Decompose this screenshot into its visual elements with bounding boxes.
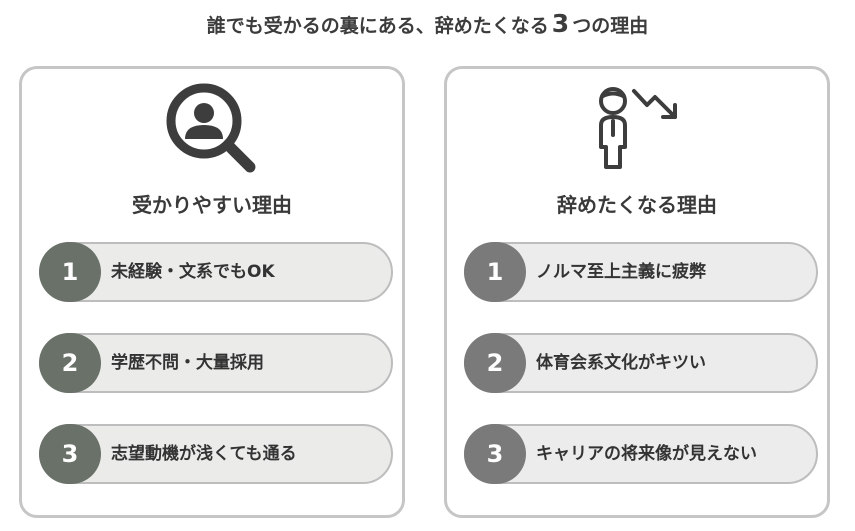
list-item: 3 志望動機が浅くても通る <box>39 424 393 484</box>
search-person-icon-graphic <box>166 83 256 173</box>
item-label: 学歴不問・大量採用 <box>111 353 264 373</box>
card-reasons-to-quit: 辞めたくなる理由 1 ノルマ至上主義に疲弊 2 体育会系文化がキツい 3 キャリ… <box>444 66 830 518</box>
search-person-icon <box>22 69 402 189</box>
item-number-badge: 1 <box>39 242 101 302</box>
list-item: 3 キャリアの将来像が見えない <box>464 424 818 484</box>
item-number-badge: 2 <box>39 333 101 393</box>
card-heading: 受かりやすい理由 <box>132 193 292 217</box>
item-number-badge: 3 <box>464 424 526 484</box>
item-number-badge: 1 <box>464 242 526 302</box>
person-decline-icon <box>447 69 827 189</box>
item-label: ノルマ至上主義に疲弊 <box>536 262 706 282</box>
item-label: 未経験・文系でもOK <box>111 262 275 282</box>
card-easy-to-pass: 受かりやすい理由 1 未経験・文系でもOK 2 学歴不問・大量採用 3 志望動機… <box>19 66 405 518</box>
item-label: 体育会系文化がキツい <box>536 353 706 373</box>
item-label: キャリアの将来像が見えない <box>536 444 757 464</box>
item-label: 志望動機が浅くても通る <box>111 444 297 464</box>
main-title-prefix: 誰でも受かるの裏にある、辞めたくなる <box>206 15 549 37</box>
list-item: 1 未経験・文系でもOK <box>39 242 393 302</box>
card-heading: 辞めたくなる理由 <box>557 193 717 217</box>
item-number-badge: 3 <box>39 424 101 484</box>
list-item: 2 体育会系文化がキツい <box>464 333 818 393</box>
list-item: 1 ノルマ至上主義に疲弊 <box>464 242 818 302</box>
item-number-badge: 2 <box>464 333 526 393</box>
main-title-suffix: つの理由 <box>572 15 649 37</box>
main-title-number: 3 <box>551 9 570 38</box>
list-item: 2 学歴不問・大量採用 <box>39 333 393 393</box>
person-decline-icon-graphic <box>599 87 677 169</box>
